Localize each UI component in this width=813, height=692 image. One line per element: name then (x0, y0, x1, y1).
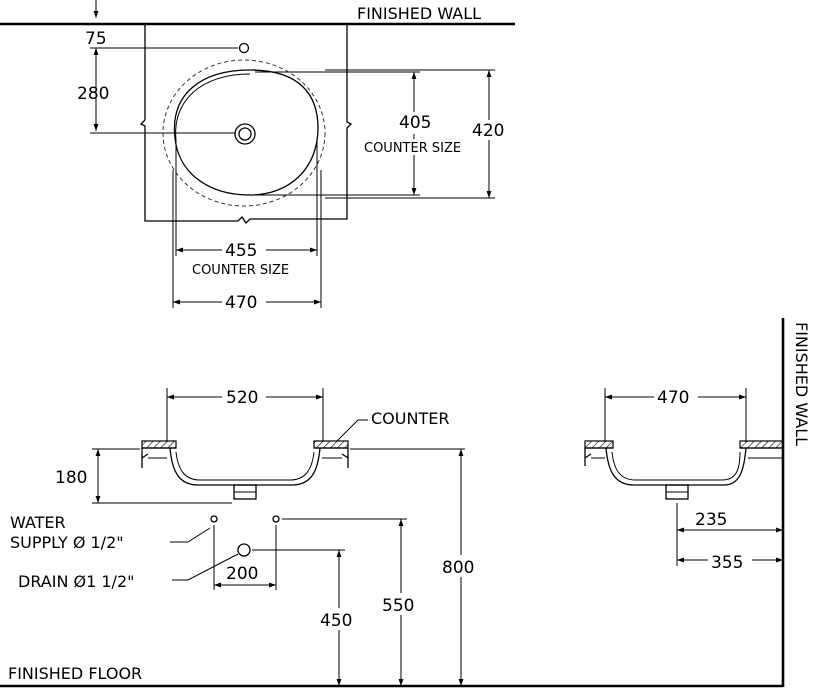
counter-label: COUNTER (371, 409, 449, 428)
counter-slab-side-left (584, 440, 614, 449)
drain-outlet (237, 543, 251, 557)
basin-inner-edge (175, 73, 251, 141)
dim-counter-depth: 405 (399, 113, 431, 133)
front-view: 520 COUNTER 180 200 WATER SUPPLY Ø 1/2" (0, 386, 783, 688)
basin-bowl-plan (173, 69, 319, 196)
counter-size-label-v: COUNTER SIZE (364, 141, 461, 156)
counter-slab-right (313, 440, 349, 449)
dim-overall-width: 520 (226, 388, 258, 408)
dim-basin-width: 470 (225, 293, 257, 313)
finished-floor-label: FINISHED FLOOR (8, 664, 142, 683)
dim-drain-from-wall: 280 (77, 84, 109, 104)
drain-inner (238, 127, 252, 141)
water-supply-right (272, 515, 280, 523)
dim-side-drain-from-wall: 235 (695, 510, 727, 530)
dim-supply-spacing: 200 (226, 564, 258, 584)
dim-tap-offset: 75 (85, 29, 107, 49)
counter-size-label-h: COUNTER SIZE (192, 263, 289, 278)
tap-hole (238, 42, 250, 54)
water-supply-label-2: SUPPLY Ø 1/2" (10, 533, 124, 552)
drain-label: DRAIN Ø1 1/2" (18, 572, 134, 591)
dim-counter-width: 455 (225, 241, 257, 261)
water-supply-label-1: WATER (10, 513, 66, 532)
plan-view: FINISHED WALL 75 280 405 COUNTER SIZE 4 (0, 0, 515, 313)
counter-outline-plan (139, 24, 353, 225)
dim-basin-height: 180 (55, 468, 87, 488)
dim-drain-height: 450 (320, 611, 352, 631)
counter-slab-left (141, 440, 177, 449)
water-supply-left (210, 515, 218, 523)
dim-side-basin-from-wall: 355 (711, 553, 743, 573)
drain-outer (234, 123, 256, 145)
dim-basin-depth: 420 (472, 121, 504, 141)
finished-wall-label-side: FINISHED WALL (792, 322, 811, 446)
side-view: FINISHED WALL 470 235 355 (584, 318, 811, 687)
dim-counter-height: 800 (442, 558, 474, 578)
finished-wall-label-top: FINISHED WALL (357, 4, 481, 23)
dim-side-basin-width: 470 (657, 388, 689, 408)
counter-slab-side-right (739, 440, 784, 449)
dim-supply-height: 550 (382, 596, 414, 616)
